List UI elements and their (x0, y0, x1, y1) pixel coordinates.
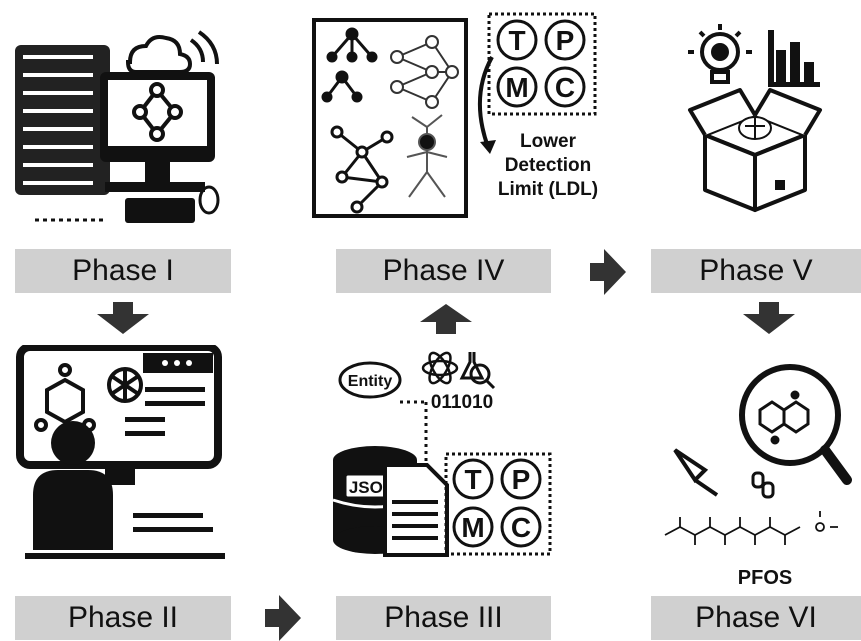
tpmc-letter-t: T (508, 25, 525, 56)
network-icon (132, 82, 183, 142)
tpmc2-letter-m: M (461, 512, 484, 543)
tpmc-letter-p: P (556, 25, 575, 56)
ldl-line-3: Limit (LDL) (497, 179, 599, 200)
person-icon (33, 421, 113, 550)
tpmc-letter-c: C (555, 72, 575, 103)
phase-5-label: Phase V (651, 249, 861, 293)
arrow-right-phase2-to-3-icon (265, 595, 301, 641)
books-icon (15, 45, 110, 195)
arrow-right-phase4-to-5-icon (590, 249, 626, 295)
pfos-structure-icon (664, 511, 838, 545)
arrow-up-phase3-to-4-icon (420, 304, 472, 334)
mouse-icon (198, 185, 220, 215)
curved-arrow-icon (478, 56, 494, 148)
document-icon (383, 463, 449, 557)
phase2-illustration (16, 345, 225, 559)
neuron-icon (406, 114, 448, 198)
tpmc2-letter-t: T (464, 464, 481, 495)
arrow-down-phase1-to-2-icon (97, 302, 149, 334)
arrow-down-phase5-to-6-icon (743, 302, 795, 334)
phase1-illustration (15, 30, 220, 223)
magnifier-molecule-icon (739, 364, 852, 485)
phase3-illustration: Entity 011010 JSON T P M C (332, 351, 552, 557)
flask-search-icon (459, 352, 496, 390)
cloud-icon (125, 35, 193, 74)
ai-logo-icon (107, 367, 143, 403)
neural-net-icon (390, 35, 459, 109)
brain-circuit-icon (738, 116, 772, 140)
graph-network-icon (330, 125, 394, 214)
atom-icon (421, 351, 459, 385)
tpmc-letter-m: M (505, 72, 528, 103)
ldl-line-1: Lower (520, 131, 576, 152)
pfos-label: PFOS (737, 567, 793, 589)
phase6-illustration (664, 364, 852, 545)
phase-6-label: Phase VI (651, 596, 861, 640)
ldl-line-2: Detection (504, 155, 592, 176)
molecule-icon (34, 363, 96, 432)
entity-bubble (338, 361, 402, 399)
bar-chart-icon (768, 30, 820, 87)
broken-link-icon (751, 471, 775, 499)
wifi-icon (189, 30, 219, 65)
entity-label: Entity (348, 373, 393, 390)
lightbulb-gear-icon (688, 24, 752, 84)
phase5-illustration (688, 24, 822, 212)
binary-label: 011010 (431, 392, 493, 413)
phase-2-label: Phase II (15, 596, 231, 640)
tpmc2-letter-c: C (511, 512, 531, 543)
phase4-illustration: T P M C (312, 12, 597, 218)
phase-1-label: Phase I (15, 249, 231, 293)
decision-tree-icon (321, 27, 378, 103)
tpmc2-letter-p: P (512, 464, 531, 495)
ldl-label: Lower Detection Limit (LDL) (488, 130, 608, 202)
open-box-icon (688, 88, 822, 212)
pipette-icon (673, 448, 719, 497)
phase-4-label: Phase IV (336, 249, 551, 293)
phase-3-label: Phase III (336, 596, 551, 640)
